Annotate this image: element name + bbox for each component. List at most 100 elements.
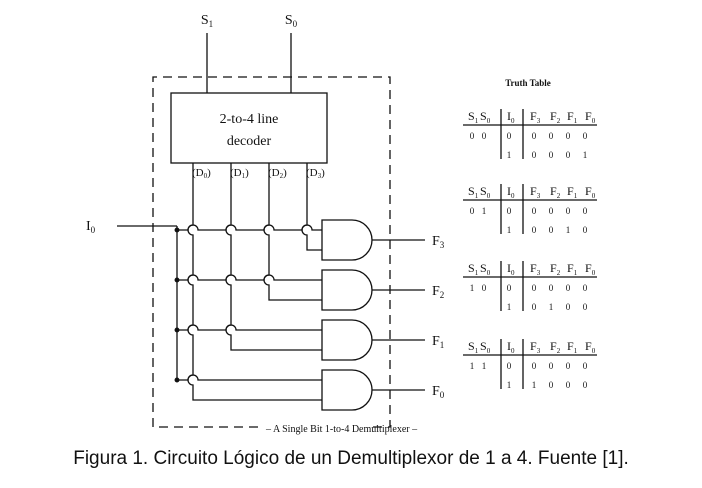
table-cell: 0 bbox=[549, 380, 554, 390]
truth-table-header-f2: F2 bbox=[550, 184, 561, 200]
truth-table-header-i0: I0 bbox=[507, 184, 515, 200]
truth-table-header-f0: F0 bbox=[585, 339, 596, 355]
table-cell: 0 bbox=[566, 150, 571, 160]
table-cell: 1 bbox=[549, 302, 554, 312]
decoder-output-line-d0 bbox=[187, 163, 322, 401]
table-cell: 0 bbox=[583, 302, 588, 312]
decoder-output-label-d1: (D1) bbox=[230, 167, 249, 180]
table-cell: 0 bbox=[566, 206, 571, 216]
figure-caption: Figura 1. Circuito Lógico de un Demultip… bbox=[73, 448, 629, 469]
table-cell: 0 bbox=[507, 283, 512, 293]
junction-dot bbox=[174, 327, 180, 333]
truth-table-header-s0: S0 bbox=[480, 339, 491, 355]
truth-table-title: Truth Table bbox=[505, 78, 551, 88]
table-cell: 0 bbox=[583, 283, 588, 293]
truth-table-header-f1: F1 bbox=[567, 339, 578, 355]
table-cell: 0 bbox=[507, 361, 512, 371]
input-label-i0: I0 bbox=[86, 219, 96, 235]
and-gate bbox=[321, 319, 373, 361]
select-value: 1 bbox=[482, 206, 487, 216]
table-cell: 1 bbox=[583, 150, 588, 160]
table-cell: 0 bbox=[583, 131, 588, 141]
truth-table-header-f2: F2 bbox=[550, 339, 561, 355]
junction-dot bbox=[174, 377, 180, 383]
truth-table-header-f2: F2 bbox=[550, 109, 561, 125]
truth-table-header-s0: S0 bbox=[480, 261, 491, 277]
select-value: 0 bbox=[482, 131, 487, 141]
table-cell: 0 bbox=[549, 225, 554, 235]
junction-dot bbox=[174, 227, 180, 233]
input-branch-line bbox=[177, 324, 322, 331]
table-cell: 0 bbox=[507, 206, 512, 216]
table-cell: 0 bbox=[583, 225, 588, 235]
table-cell: 0 bbox=[532, 302, 537, 312]
table-cell: 0 bbox=[549, 150, 554, 160]
table-cell: 0 bbox=[549, 361, 554, 371]
decoder-label-line2: decoder bbox=[227, 134, 272, 149]
and-gate bbox=[321, 269, 373, 311]
decoder-output-label-d2: (D2) bbox=[268, 167, 287, 180]
truth-table-header-f0: F0 bbox=[585, 109, 596, 125]
truth-table-header-f2: F2 bbox=[550, 261, 561, 277]
table-cell: 0 bbox=[583, 206, 588, 216]
table-cell: 0 bbox=[566, 361, 571, 371]
table-cell: 0 bbox=[532, 150, 537, 160]
output-label-f2: F2 bbox=[432, 284, 444, 300]
truth-table-header-f3: F3 bbox=[530, 184, 541, 200]
truth-table-header-s1: S1 bbox=[468, 184, 479, 200]
decoder-output-label-d0: (D0) bbox=[192, 167, 211, 180]
table-cell: 0 bbox=[532, 206, 537, 216]
table-cell: 0 bbox=[583, 380, 588, 390]
table-cell: 0 bbox=[532, 225, 537, 235]
demux-circuit-diagram: – A Single Bit 1-to-4 Demultiplexer – S1 S… bbox=[86, 13, 445, 435]
and-gate bbox=[321, 369, 373, 411]
frame-label: – A Single Bit 1-to-4 Demultiplexer – bbox=[265, 424, 418, 435]
truth-table-header-s0: S0 bbox=[480, 109, 491, 125]
table-cell: 0 bbox=[532, 131, 537, 141]
truth-table-header-f0: F0 bbox=[585, 261, 596, 277]
truth-table-header-s1: S1 bbox=[468, 109, 479, 125]
table-cell: 0 bbox=[507, 131, 512, 141]
table-cell: 1 bbox=[507, 302, 512, 312]
table-cell: 0 bbox=[532, 283, 537, 293]
truth-table-header-f3: F3 bbox=[530, 261, 541, 277]
truth-table-header-f1: F1 bbox=[567, 109, 578, 125]
junction-dot bbox=[174, 277, 180, 283]
input-branch-line bbox=[177, 274, 322, 281]
table-cell: 1 bbox=[507, 225, 512, 235]
select-value: 0 bbox=[470, 131, 475, 141]
table-cell: 0 bbox=[549, 283, 554, 293]
select-label-s1: S1 bbox=[201, 13, 213, 29]
table-cell: 0 bbox=[583, 361, 588, 371]
select-value: 0 bbox=[470, 206, 475, 216]
select-label-s0: S0 bbox=[285, 13, 298, 29]
output-label-f1: F1 bbox=[432, 334, 444, 350]
truth-table-header-i0: I0 bbox=[507, 261, 515, 277]
decoder-label-line1: 2-to-4 line bbox=[220, 112, 279, 127]
select-value: 1 bbox=[482, 361, 487, 371]
decoder-output-label-d3: (D3) bbox=[306, 167, 325, 180]
table-cell: 0 bbox=[566, 131, 571, 141]
table-cell: 0 bbox=[549, 206, 554, 216]
table-cell: 0 bbox=[566, 380, 571, 390]
truth-table-header-s1: S1 bbox=[468, 261, 479, 277]
input-branch-line bbox=[177, 374, 322, 381]
truth-table-header-i0: I0 bbox=[507, 339, 515, 355]
truth-table-header-f0: F0 bbox=[585, 184, 596, 200]
truth-table-header-f1: F1 bbox=[567, 261, 578, 277]
truth-table-header-f1: F1 bbox=[567, 184, 578, 200]
table-cell: 1 bbox=[507, 150, 512, 160]
truth-table-header-f3: F3 bbox=[530, 339, 541, 355]
dashed-frame bbox=[152, 76, 391, 428]
truth-table-header-i0: I0 bbox=[507, 109, 515, 125]
truth-table-header-s0: S0 bbox=[480, 184, 491, 200]
table-cell: 0 bbox=[549, 131, 554, 141]
output-label-f3: F3 bbox=[432, 234, 445, 250]
select-value: 1 bbox=[470, 283, 475, 293]
table-cell: 1 bbox=[507, 380, 512, 390]
